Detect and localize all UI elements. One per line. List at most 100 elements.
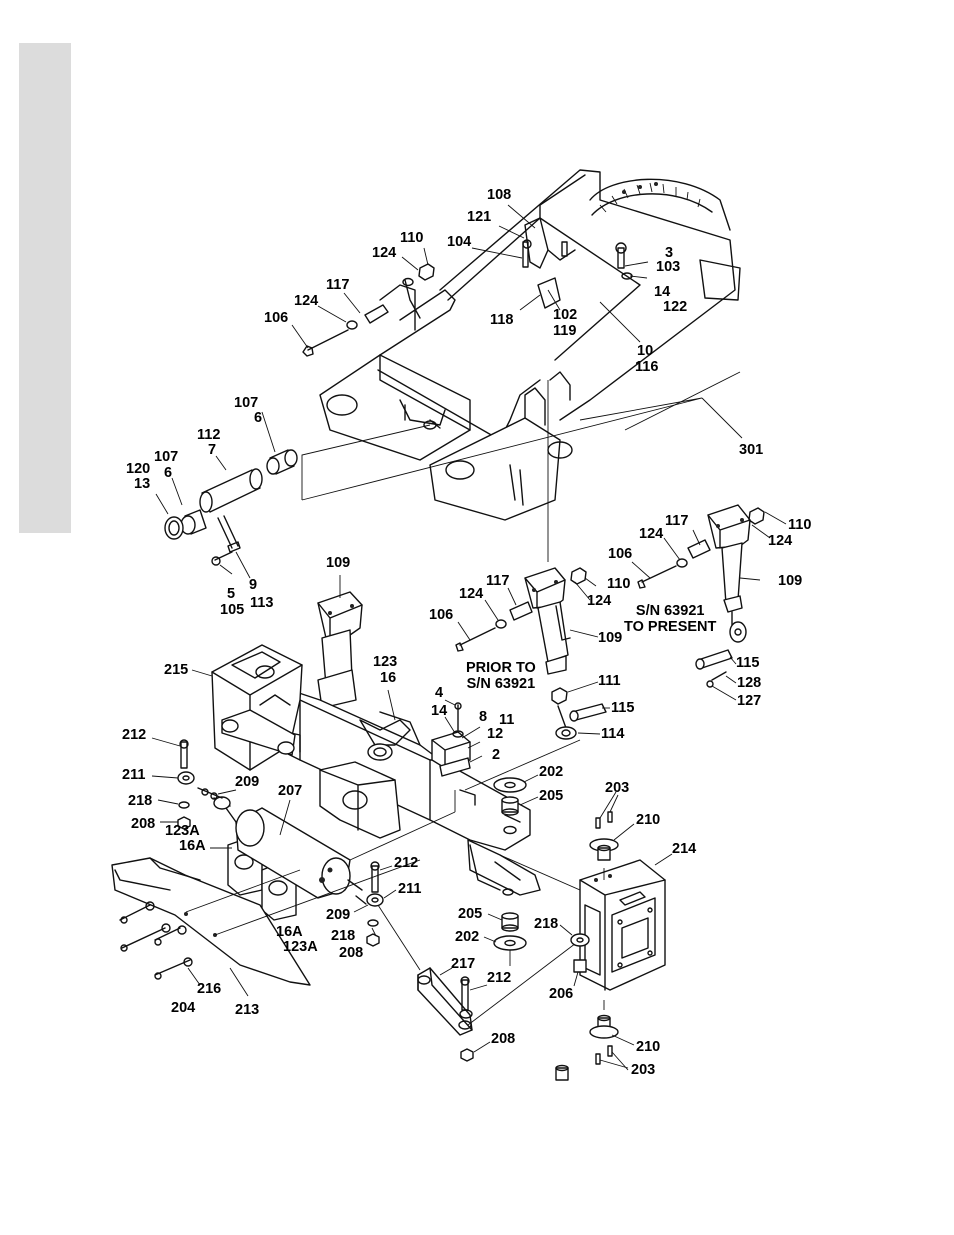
callout-119: 119: [553, 323, 577, 339]
callout-213: 213: [235, 1002, 260, 1018]
boom-leaders: [387, 689, 483, 763]
callout-106: 106: [608, 546, 633, 562]
note-sn-present-line1: S/N 63921: [635, 603, 705, 619]
callout-10: 10: [637, 343, 654, 359]
note-sn-present-line2: TO PRESENT: [624, 619, 717, 635]
link-217: [417, 939, 581, 1062]
callout-124: 124: [639, 526, 664, 542]
callout-115: 115: [611, 700, 635, 716]
cylinder-109-prior: [455, 380, 587, 675]
callout-8: 8: [479, 709, 488, 725]
note-sn-prior-line1: PRIOR TO: [466, 660, 536, 676]
callout-124: 124: [294, 293, 319, 309]
callout-212: 212: [394, 855, 419, 871]
callout-210: 210: [636, 812, 661, 828]
callout-205: 205: [539, 788, 564, 804]
callout-114: 114: [601, 726, 625, 742]
callout-205: 205: [458, 906, 483, 922]
bracket-108: [524, 217, 576, 269]
callout-117: 117: [665, 513, 689, 529]
callout-218: 218: [331, 928, 356, 944]
side-tab: [19, 43, 71, 533]
cylinder-109-present: [637, 504, 765, 643]
housing-214: [559, 853, 673, 991]
callout-124: 124: [768, 533, 793, 549]
callout-211: 211: [122, 767, 146, 783]
callout-209: 209: [235, 774, 260, 790]
callout-210: 210: [636, 1039, 661, 1055]
callout-109: 109: [778, 573, 803, 589]
callout-120: 120: [126, 461, 151, 477]
callout-209: 209: [326, 907, 351, 923]
callout-6: 6: [254, 410, 263, 426]
callout-116: 116: [635, 359, 659, 375]
center-hardware: [353, 861, 421, 971]
callout-13: 13: [134, 476, 151, 492]
callout-7: 7: [208, 442, 217, 458]
callout-6: 6: [164, 465, 173, 481]
callout-118: 118: [490, 312, 514, 328]
callout-212: 212: [122, 727, 147, 743]
callout-122: 122: [663, 299, 688, 315]
boom-mounts: [227, 761, 401, 921]
callout-113: 113: [250, 595, 274, 611]
callout-124: 124: [372, 245, 397, 261]
callout-301: 301: [739, 442, 764, 458]
callout-16a: 16A: [179, 838, 206, 854]
callout-218: 218: [128, 793, 153, 809]
callout-106: 106: [429, 607, 454, 623]
cylinder-109-lower: [317, 575, 363, 709]
callout-123a: 123A: [283, 939, 318, 955]
callout-214: 214: [672, 841, 697, 857]
cylinder-109-present-leaders: [631, 511, 787, 581]
callout-109: 109: [326, 555, 351, 571]
callout-111: 111: [598, 673, 621, 689]
callout-107: 107: [234, 395, 259, 411]
callout-9: 9: [249, 577, 258, 593]
callout-117: 117: [326, 277, 350, 293]
callout-211: 211: [398, 881, 422, 897]
callout-123a: 123A: [165, 823, 200, 839]
callout-104: 104: [447, 234, 472, 250]
callout-106: 106: [264, 310, 289, 326]
callout-204: 204: [171, 1000, 196, 1016]
callout-3: 3: [665, 245, 674, 261]
callout-11: 11: [499, 712, 515, 728]
callout-112: 112: [197, 427, 221, 443]
callout-4: 4: [435, 685, 444, 701]
callout-14: 14: [654, 284, 671, 300]
callout-124: 124: [459, 586, 484, 602]
note-sn-prior: PRIOR TO S/N 63921: [466, 660, 536, 692]
upper-leader-lines: [291, 204, 743, 501]
callout-14: 14: [431, 703, 448, 719]
pin-115-128-127: [695, 649, 737, 701]
callout-212: 212: [487, 970, 512, 986]
callout-208: 208: [131, 816, 156, 832]
callout-208: 208: [491, 1031, 516, 1047]
callout-218: 218: [534, 916, 559, 932]
callout-216: 216: [197, 981, 222, 997]
callout-203: 203: [605, 780, 630, 796]
callout-110: 110: [400, 230, 424, 246]
rod-end-114: [551, 681, 610, 740]
callout-208: 208: [339, 945, 364, 961]
cylinder-207: [213, 796, 363, 899]
callout-202: 202: [539, 764, 564, 780]
upper-frame: [319, 169, 741, 521]
callout-2: 2: [492, 747, 501, 763]
callout-203: 203: [631, 1062, 656, 1078]
callout-121: 121: [467, 209, 492, 225]
turntable-ring: [589, 178, 731, 231]
pin-sleeve-assembly: [164, 449, 298, 566]
callout-108: 108: [487, 187, 512, 203]
callout-103: 103: [656, 259, 681, 275]
callout-215: 215: [164, 662, 189, 678]
pin-leaders: [155, 411, 276, 579]
callout-115: 115: [736, 655, 760, 671]
callout-202: 202: [455, 929, 480, 945]
callout-127: 127: [737, 693, 762, 709]
guard-213: [111, 857, 421, 997]
callout-117: 117: [486, 573, 510, 589]
callout-105: 105: [220, 602, 245, 618]
